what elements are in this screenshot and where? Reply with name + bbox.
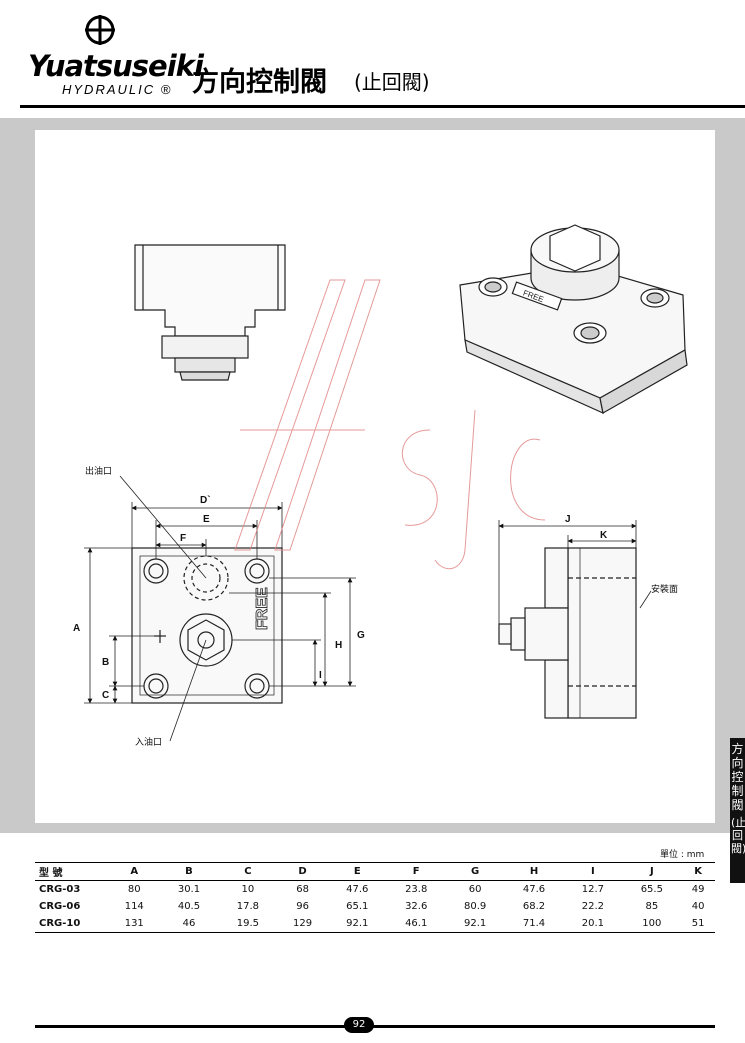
- cell: 46.1: [386, 915, 446, 933]
- cell: 40: [691, 901, 705, 912]
- inlet-label: 入油口: [135, 736, 162, 747]
- spec-table: 型 號 A B C D E F G H I J K CRG-03 80 30.1…: [35, 862, 715, 933]
- front-free-label: FREE: [254, 587, 271, 630]
- cell: 46: [159, 915, 219, 933]
- header-i: I: [563, 862, 623, 881]
- brand-name: Yuatsuseiki: [28, 49, 204, 83]
- dim-b-label: B: [102, 657, 109, 668]
- cell: 47.6: [346, 884, 369, 895]
- cell: 49: [691, 884, 705, 895]
- right-side-view: [498, 547, 637, 719]
- cell: 30.1: [177, 884, 201, 895]
- company-logo-icon: [85, 15, 115, 45]
- cell: 40.5: [177, 901, 201, 912]
- cell: 80.9: [463, 901, 487, 912]
- section-tab-title: 方向控制閥: [731, 742, 744, 812]
- header-f: F: [386, 862, 446, 881]
- table-row: CRG-03 80 30.1 10 68 47.6 23.8 60 47.6 1…: [35, 881, 715, 899]
- front-dimensions: [84, 475, 356, 742]
- table-row: CRG-10 131 46 19.5 129 92.1 46.1 92.1 71…: [35, 915, 715, 933]
- mount-face-label: 安裝面: [651, 583, 678, 594]
- dim-k-label: K: [600, 530, 608, 541]
- cell: 65.5: [640, 884, 663, 895]
- dim-g-label: G: [357, 630, 365, 641]
- cell: 23.8: [405, 884, 428, 895]
- cell: 100: [622, 915, 682, 933]
- dim-a-label: A: [73, 623, 80, 634]
- cell: 114: [124, 901, 144, 912]
- cell: CRG-03: [39, 884, 81, 895]
- dim-c-label: C: [102, 690, 109, 701]
- side-view-top: [134, 244, 286, 381]
- cell: 96: [296, 901, 309, 912]
- header-e: E: [327, 862, 387, 881]
- header-h: H: [504, 862, 564, 881]
- cell: 51: [681, 915, 715, 933]
- cell: 129: [277, 915, 328, 933]
- cell: 17.8: [236, 901, 259, 912]
- cell: 68: [296, 884, 309, 895]
- page-subtitle: (止回閥): [354, 70, 430, 94]
- page-number: 92: [344, 1017, 374, 1033]
- cell: 60: [468, 884, 482, 895]
- unit-note: 單位 : mm: [660, 850, 705, 860]
- header-j: J: [622, 862, 682, 881]
- cell: 47.6: [522, 884, 546, 895]
- header-b: B: [159, 862, 219, 881]
- outlet-label: 出油口: [85, 465, 112, 476]
- table-row: CRG-06 114 40.5 17.8 96 65.1 32.6 80.9 6…: [35, 898, 715, 915]
- dim-h-label: H: [335, 640, 342, 651]
- cell: 19.5: [218, 915, 278, 933]
- front-view: [131, 547, 283, 704]
- cell: 92.1: [445, 915, 505, 933]
- footer-rule: [35, 1025, 715, 1028]
- page-header: Yuatsuseiki HYDRAULIC ® 方向控制閥 (止回閥): [0, 0, 745, 118]
- technical-drawing: FREE FREE: [73, 224, 688, 747]
- cell: 85: [645, 901, 659, 912]
- cell: 20.1: [563, 915, 623, 933]
- header-a: A: [109, 862, 160, 881]
- cell: 10: [241, 884, 255, 895]
- section-tab: 方向控制閥 (止回閥): [730, 738, 745, 883]
- dim-j-label: J: [565, 514, 571, 525]
- drawing-panel: FREE FREE: [35, 130, 715, 823]
- watermark: [234, 279, 546, 570]
- section-tab-subtitle: (止回閥): [731, 816, 745, 855]
- cell: 131: [109, 915, 160, 933]
- cell: 92.1: [327, 915, 387, 933]
- cell: CRG-10: [35, 915, 109, 933]
- dim-f-label: F: [180, 533, 186, 544]
- dim-d-label: D`: [200, 495, 211, 506]
- cell: 32.6: [405, 901, 428, 912]
- side-dimensions: [498, 520, 652, 624]
- header-model: 型 號: [35, 862, 109, 881]
- cell: CRG-06: [39, 901, 81, 912]
- cell: 80: [127, 884, 141, 895]
- cell: 12.7: [581, 884, 605, 895]
- cell: 71.4: [504, 915, 564, 933]
- header-rule: [20, 105, 745, 108]
- cell: 22.2: [581, 901, 605, 912]
- header-k: K: [681, 862, 715, 881]
- header-c: C: [218, 862, 278, 881]
- dim-i-label: I: [319, 670, 322, 681]
- table-header-row: 型 號 A B C D E F G H I J K: [35, 862, 715, 881]
- dim-e-label: E: [203, 514, 210, 525]
- cell: 65.1: [346, 901, 369, 912]
- cell: 68.2: [522, 901, 546, 912]
- page-title: 方向控制閥: [192, 67, 327, 98]
- header-g: G: [445, 862, 505, 881]
- header-d: D: [277, 862, 328, 881]
- isometric-view: [459, 224, 688, 415]
- brand-subtitle: HYDRAULIC ®: [62, 82, 173, 97]
